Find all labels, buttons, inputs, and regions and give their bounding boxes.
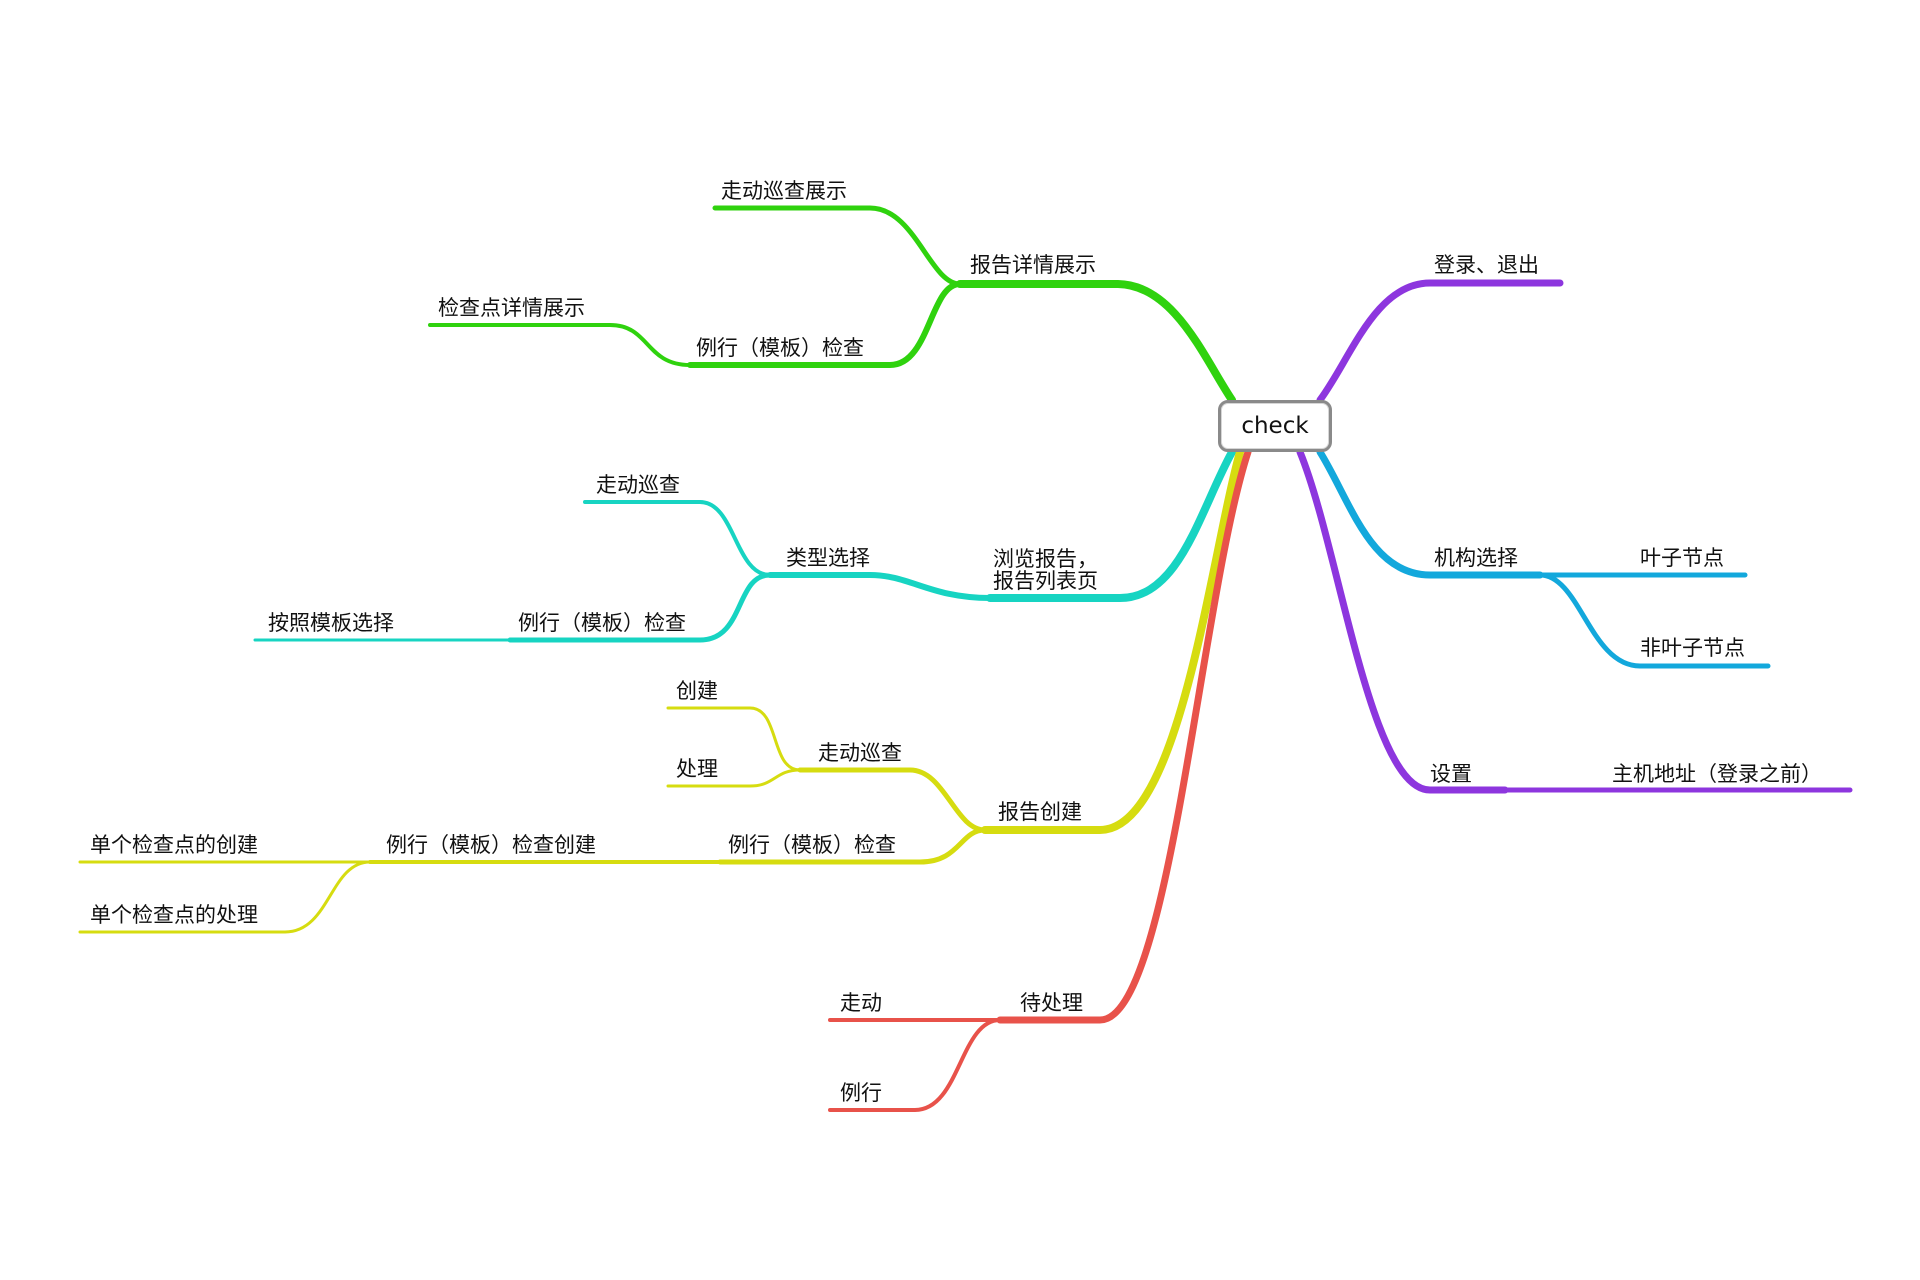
connector-browse-report-type-select	[767, 572, 993, 601]
node-report-detail[interactable]: 报告详情展示	[970, 253, 1096, 277]
node-pending[interactable]: 待处理	[1020, 991, 1083, 1015]
node-walk-patrol-browse[interactable]: 走动巡查	[596, 473, 680, 497]
connector-type-select-routine-check	[507, 572, 773, 643]
node-checkpoint-detail[interactable]: 检查点详情展示	[438, 296, 585, 320]
node-create[interactable]: 创建	[676, 679, 718, 703]
connector-org-select-non-leaf	[1537, 572, 1771, 669]
connector-root-browse-report	[986, 448, 1236, 602]
node-template-select[interactable]: 按照模板选择	[268, 611, 394, 635]
node-walk-display[interactable]: 走动巡查展示	[721, 179, 847, 203]
connector-root-org-select	[1316, 448, 1544, 579]
node-routine-check-template[interactable]: 例行（模板）检查	[696, 336, 864, 360]
node-org-select[interactable]: 机构选择	[1434, 546, 1518, 570]
node-walk[interactable]: 走动	[840, 991, 882, 1015]
connector-report-create-walk-patrol	[797, 767, 988, 833]
connector-root-report-detail	[956, 280, 1236, 404]
node-settings[interactable]: 设置	[1430, 762, 1472, 786]
node-browse-report[interactable]: 浏览报告， 报告列表页	[993, 547, 1098, 593]
node-host-address[interactable]: 主机地址（登录之前）	[1612, 762, 1822, 786]
connector-walk-patrol-handle	[666, 768, 802, 788]
node-single-create[interactable]: 单个检查点的创建	[90, 833, 258, 857]
connector-pending-routine	[828, 1018, 1002, 1112]
node-handle[interactable]: 处理	[676, 757, 718, 781]
node-non-leaf[interactable]: 非叶子节点	[1640, 636, 1745, 660]
node-single-handle[interactable]: 单个检查点的处理	[90, 903, 258, 927]
connector-report-detail-routine-check	[687, 281, 963, 368]
node-routine[interactable]: 例行	[840, 1081, 882, 1105]
connector-type-select-walk-patrol	[583, 500, 772, 577]
connector-walk-patrol-create	[666, 706, 802, 772]
node-routine-check-create-branch[interactable]: 例行（模板）检查	[728, 833, 896, 857]
node-routine-check-create[interactable]: 例行（模板）检查创建	[386, 833, 596, 857]
node-walk-patrol-create[interactable]: 走动巡查	[818, 741, 902, 765]
connector-root-login	[1316, 279, 1564, 404]
root-node[interactable]: check	[1218, 400, 1332, 452]
connector-routine-check-checkpoint-detail	[428, 323, 692, 367]
node-leaf[interactable]: 叶子节点	[1640, 546, 1724, 570]
node-type-select[interactable]: 类型选择	[786, 546, 870, 570]
node-login-logout[interactable]: 登录、退出	[1434, 253, 1539, 277]
connector-report-detail-walk-display	[712, 205, 963, 287]
connector-root-report-create	[981, 448, 1244, 834]
connector-routine-create-single-handle	[78, 860, 372, 934]
node-report-create[interactable]: 报告创建	[998, 800, 1082, 824]
connector-root-pending	[996, 448, 1252, 1024]
connector-root-settings	[1296, 448, 1509, 794]
connector-report-create-routine-check	[717, 827, 988, 865]
node-routine-check-browse[interactable]: 例行（模板）检查	[518, 611, 686, 635]
